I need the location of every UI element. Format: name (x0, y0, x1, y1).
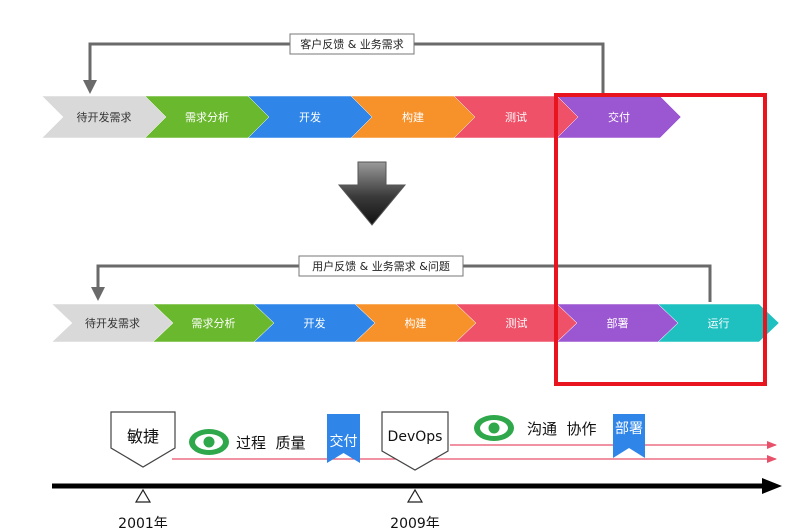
bottom-pipeline: 待开发需求 需求分析 开发 构建 测试 部署 运行 (51, 303, 780, 343)
tag-deploy-label: 部署 (615, 421, 643, 437)
top-stage-label-1: 待开发需求 (77, 110, 132, 124)
top-pipeline: 待开发需求 需求分析 开发 构建 测试 交付 (41, 95, 682, 139)
bottom-feedback-label-box (298, 255, 464, 277)
agile-focus-text: 过程 质量 (236, 434, 306, 452)
bottom-stage-label-5: 测试 (506, 317, 528, 330)
top-feedback-label: 客户反馈 & 业务需求 (300, 37, 404, 51)
top-stage-label-4: 构建 (402, 110, 424, 124)
eye-icon (474, 415, 514, 441)
milestone-agile: 敏捷 (110, 411, 176, 468)
bottom-stage-label-7: 运行 (708, 317, 730, 330)
bottom-stage-label-3: 开发 (304, 316, 326, 330)
bottom-stage-label-1: 待开发需求 (85, 316, 140, 330)
bottom-feedback-label: 用户反馈 & 业务需求 &问题 (312, 259, 450, 273)
bookmark-tag-deploy: 部署 (613, 414, 645, 458)
down-arrow-icon (337, 161, 407, 226)
devops-focus-text: 沟通 协作 (527, 420, 597, 438)
milestone-agile-name: 敏捷 (127, 427, 159, 446)
triangle-marker-icon (406, 488, 424, 503)
top-stage-label-6: 交付 (608, 110, 630, 124)
tag-delivery-label: 交付 (330, 433, 358, 450)
eye-icon (189, 429, 229, 455)
timeline-axis (52, 478, 782, 494)
bottom-stage-label-6: 部署 (607, 316, 629, 330)
milestone-devops-name: DevOps (388, 429, 443, 445)
highlight-box (554, 93, 767, 386)
triangle-marker-icon (134, 488, 152, 503)
bottom-stage-label-4: 构建 (405, 316, 427, 330)
milestone-devops-year: 2009年 (390, 516, 440, 528)
top-stage-label-5: 测试 (505, 111, 527, 124)
bottom-stage-7 (657, 303, 780, 343)
milestone-agile-year: 2001年 (118, 516, 168, 528)
top-stage-label-3: 开发 (299, 110, 321, 124)
top-feedback-label-box (289, 33, 415, 55)
bookmark-tag-delivery: 交付 (327, 414, 360, 463)
bottom-stage-label-2: 需求分析 (192, 316, 236, 330)
top-stage-label-2: 需求分析 (185, 110, 229, 124)
milestone-devops: DevOps (381, 411, 449, 471)
